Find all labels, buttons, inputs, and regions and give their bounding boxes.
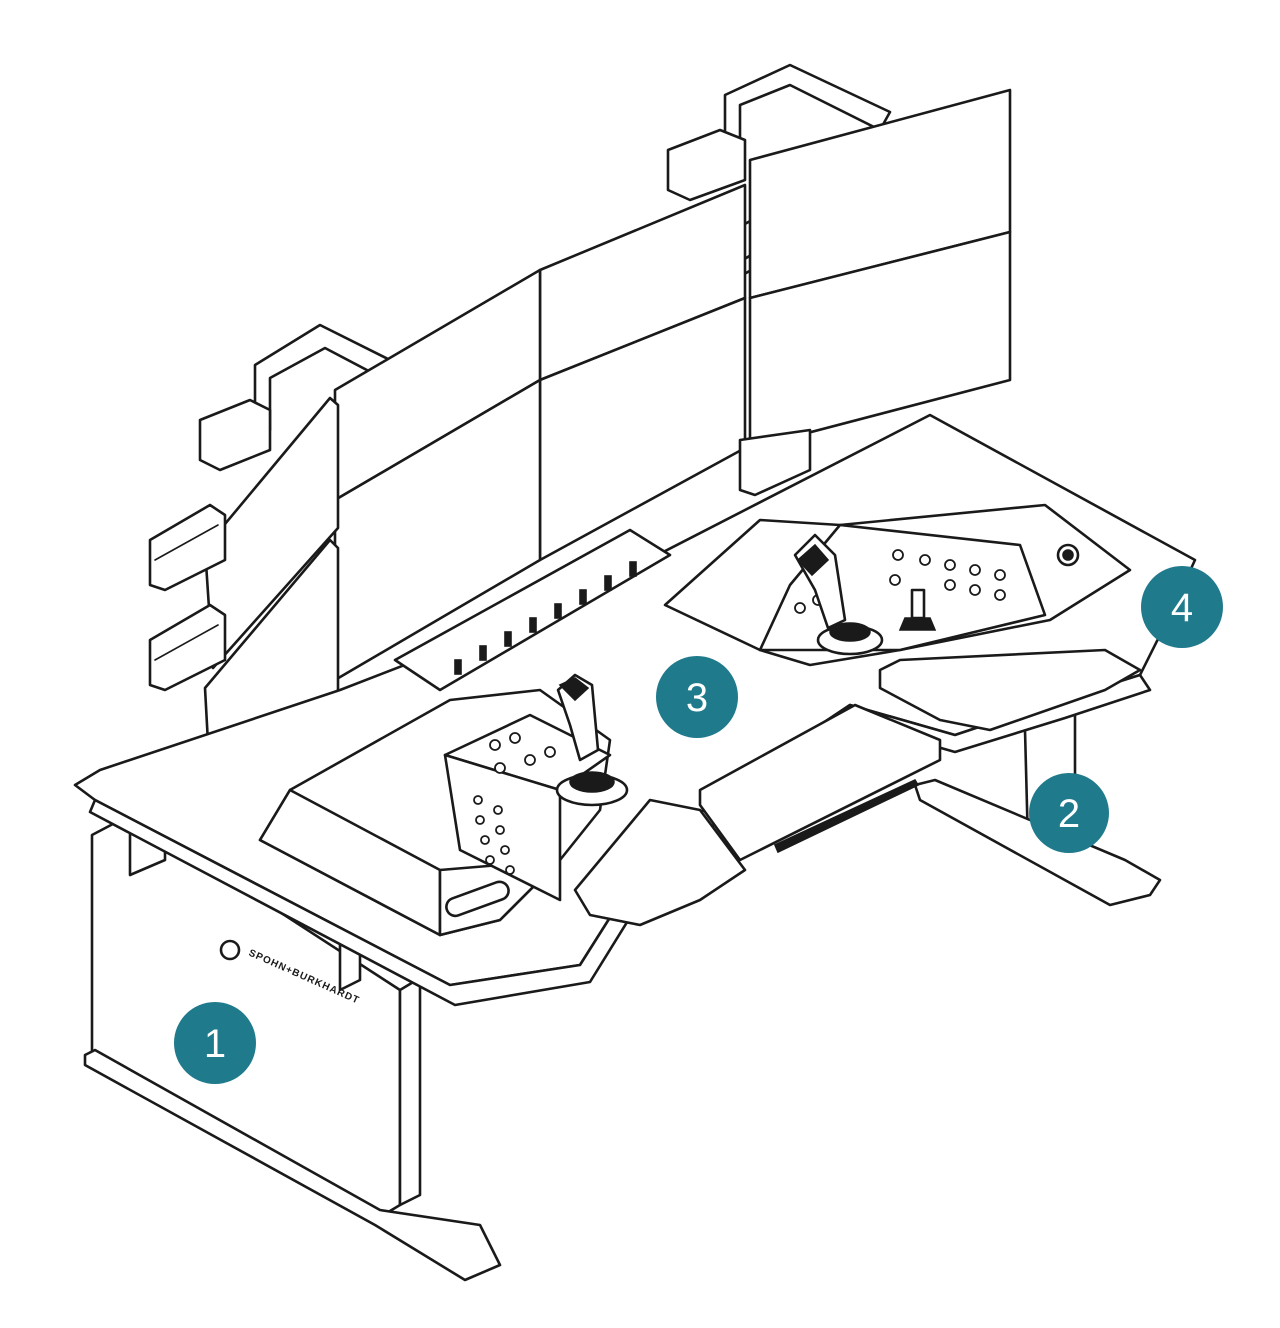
callout-2-label: 2 [1058,792,1080,836]
left-control-module [258,673,629,937]
right-control-module [663,503,1132,667]
callout-4-circle [1141,566,1223,648]
callout-3: 3 [656,656,738,738]
left-joystick [555,673,629,807]
callout-2-circle [1029,773,1109,853]
callout-4-label: 4 [1171,586,1193,630]
keyboard-keys [454,561,637,675]
callout-3-circle [656,656,738,738]
right-joystick [793,533,937,656]
callout-2: 2 [1029,773,1109,853]
right-button-grid [794,549,1006,614]
monitor-array [148,63,1012,837]
left-button-grid [473,732,556,875]
callout-1-label: 1 [204,1022,226,1066]
callout-1-circle [174,1002,256,1084]
callout-4: 4 [1141,566,1223,648]
callout-3-label: 3 [686,676,708,720]
callout-1: 1 [174,1002,256,1084]
